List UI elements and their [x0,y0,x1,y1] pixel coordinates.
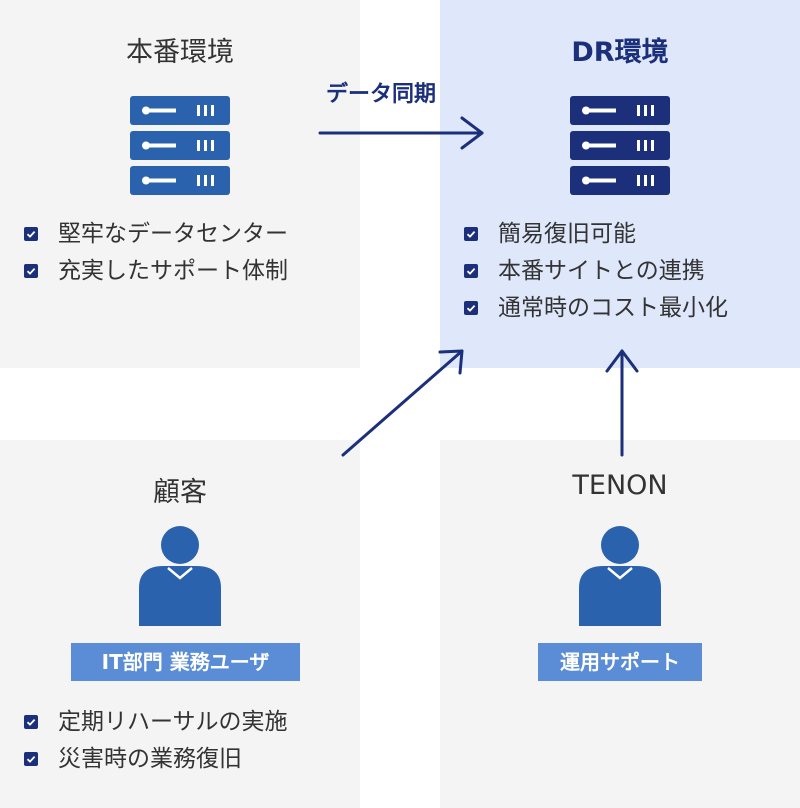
checkbox-icon [464,301,478,315]
production-panel: 本番環境 堅牢なデータセンター 充実したサポート体制 [0,0,360,368]
feature-text: 災害時の業務復旧 [58,746,242,772]
checkbox-icon [24,752,38,766]
client-title: 顧客 [153,477,207,508]
feature-text: 簡易復旧可能 [498,221,636,247]
tenon-tag: 運用サポート [538,643,702,681]
sync-arrow [318,116,484,150]
checkbox-icon [464,227,478,241]
tenon-panel: TENON 運用サポート [440,440,800,808]
person-icon [139,526,221,626]
server-icon [570,96,670,195]
dr-feature-list: 簡易復旧可能 本番サイトとの連携 通常時のコスト最小化 [464,216,728,327]
person-icon [579,526,661,626]
tenon-title: TENON [572,470,668,501]
dr-title: DR環境 [571,37,669,68]
feature-text: 充実したサポート体制 [58,258,288,284]
checkbox-icon [464,264,478,278]
checkbox-icon [24,227,38,241]
feature-text: 堅牢なデータセンター [58,221,288,247]
tenon-to-dr-arrow [605,349,639,457]
production-feature-list: 堅牢なデータセンター 充実したサポート体制 [24,216,288,290]
feature-text: 定期リハーサルの実施 [58,709,288,735]
list-item: 通常時のコスト最小化 [464,290,728,327]
dr-panel: DR環境 簡易復旧可能 本番サイトとの連携 通常時のコスト最小化 [440,0,800,368]
checkbox-icon [24,715,38,729]
server-icon [130,96,230,195]
client-panel: 顧客 IT部門 業務ユーザ 定期リハーサルの実施 災害時の業務復旧 [0,440,360,808]
list-item: 堅牢なデータセンター [24,216,288,253]
list-item: 簡易復旧可能 [464,216,728,253]
checkbox-icon [24,264,38,278]
feature-text: 本番サイトとの連携 [498,258,705,284]
list-item: 定期リハーサルの実施 [24,704,288,741]
client-feature-list: 定期リハーサルの実施 災害時の業務復旧 [24,704,288,778]
client-to-dr-arrow [341,349,464,457]
feature-text: 通常時のコスト最小化 [498,295,728,321]
production-title: 本番環境 [126,37,234,68]
client-tag: IT部門 業務ユーザ [71,643,300,681]
list-item: 災害時の業務復旧 [24,741,288,778]
sync-label: データ同期 [326,82,437,107]
list-item: 充実したサポート体制 [24,253,288,290]
list-item: 本番サイトとの連携 [464,253,728,290]
